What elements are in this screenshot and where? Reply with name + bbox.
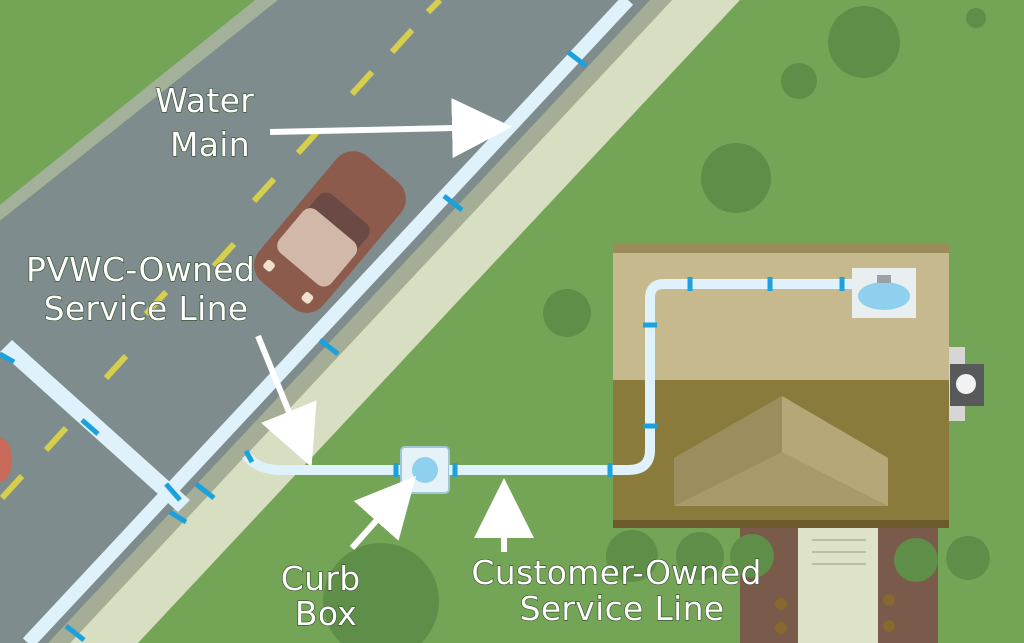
curb-box-label: Curb Box [281, 559, 371, 633]
curb-box-label-line2: Box [295, 594, 357, 633]
curb-strip [48, 0, 672, 643]
pvwc-owned-label: PVWC-Owned Service Line [26, 250, 266, 328]
meter-icon [949, 347, 984, 421]
customer-owned-label-line2: Service Line [520, 589, 725, 628]
walkway-steps [812, 539, 866, 565]
pvwc-owned-label-line2: Service Line [44, 289, 249, 328]
pvwc-arrow [255, 334, 317, 468]
side-road-pipe [0, 340, 190, 512]
red-car [0, 438, 12, 482]
shrubs [606, 530, 990, 634]
customer-service-line-pipe [449, 279, 852, 475]
curb-box-label-line1: Curb [281, 559, 361, 598]
road-grass-wedge [0, 0, 255, 205]
pvwc-pipe-joint [243, 449, 255, 464]
curb-box-arrow [349, 476, 416, 550]
water-main-arrow [269, 98, 512, 159]
water-main-label-line1: Water [155, 81, 254, 120]
road-center-line [0, 0, 443, 501]
road-edge-top [0, 0, 278, 221]
customer-owned-label: Customer-Owned Service Line [471, 553, 772, 628]
customer-pipe-joints [452, 277, 845, 477]
water-main-label: Water Main [155, 81, 265, 164]
water-main-label-line2: Main [170, 125, 250, 164]
water-main-joints [0, 50, 588, 642]
sidewalk [70, 0, 740, 643]
car [254, 151, 406, 313]
water-main-pipe [22, 0, 634, 643]
customer-owned-label-line1: Customer-Owned [471, 553, 761, 592]
walkway [798, 528, 878, 643]
sink-icon [852, 268, 916, 318]
pvwc-owned-label-line1: PVWC-Owned [26, 250, 255, 289]
